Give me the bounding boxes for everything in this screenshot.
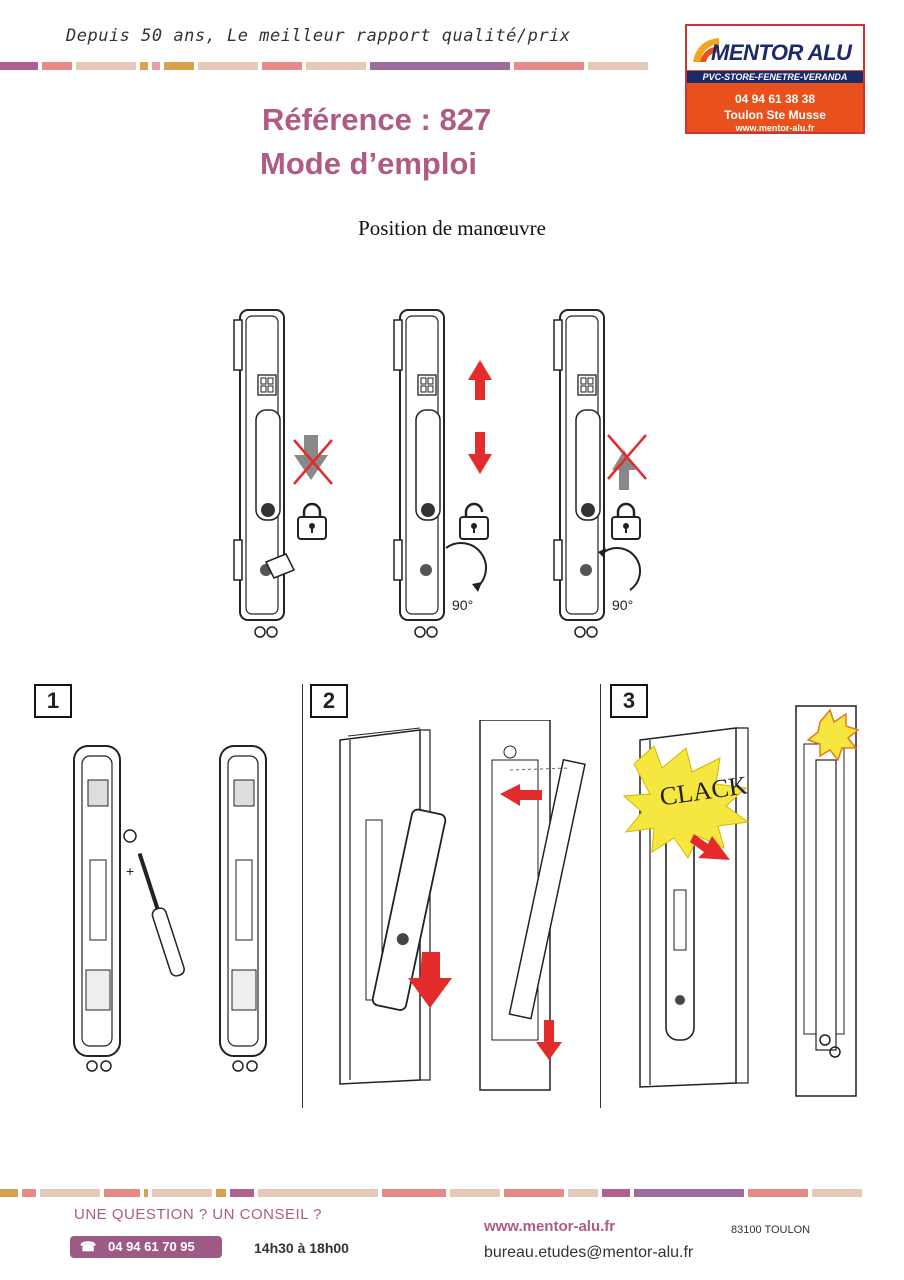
footer-stripe <box>0 1189 904 1197</box>
logo-city: Toulon Ste Musse <box>724 108 826 122</box>
logo-url: www.mentor-alu.fr <box>735 123 815 133</box>
step-1-box: 1 <box>34 684 72 718</box>
logo-arc-icon <box>693 38 719 62</box>
section-subtitle: Position de manœuvre <box>358 216 546 240</box>
step-2-illustration <box>339 720 586 1091</box>
angle-label-c: 90° <box>612 597 633 613</box>
header-stripe <box>0 62 670 70</box>
svg-text:+: + <box>126 863 134 879</box>
logo-phone: 04 94 61 38 38 <box>734 92 816 106</box>
footer-website-link[interactable]: www.mentor-alu.fr <box>484 1218 616 1235</box>
step-1-illustration: + <box>73 745 267 1072</box>
manoeuvre-figures: 90° 90° <box>233 309 647 638</box>
step-3-illustration: CLACK <box>622 705 860 1097</box>
step-divider-1 <box>302 684 303 1108</box>
angle-label-b: 90° <box>452 597 473 613</box>
footer-zip: 83100 TOULON <box>731 1224 811 1236</box>
company-logo: MENTOR ALU PVC-STORE-FENETRE-VERANDA 04 … <box>685 24 865 134</box>
footer-email-link[interactable]: bureau.etudes@mentor-alu.fr <box>484 1244 694 1261</box>
logo-tagline: PVC-STORE-FENETRE-VERANDA <box>687 71 863 83</box>
footer-hours: 14h30 à 18h00 <box>254 1240 349 1256</box>
phone-icon: ☎ <box>80 1239 97 1254</box>
footer-phone-button[interactable]: ☎ 04 94 61 70 95 <box>70 1236 222 1258</box>
footer-question: UNE QUESTION ? UN CONSEIL ? <box>74 1206 322 1223</box>
mode-title: Mode d’emploi <box>260 146 477 181</box>
footer-phone: 04 94 61 70 95 <box>108 1239 195 1254</box>
step-divider-2 <box>600 684 601 1108</box>
reference-title: Référence : 827 <box>262 102 492 137</box>
logo-brand: MENTOR ALU <box>711 40 852 65</box>
tagline: Depuis 50 ans, Le meilleur rapport quali… <box>66 26 571 46</box>
step-3-box: 3 <box>610 684 648 718</box>
step-2-box: 2 <box>310 684 348 718</box>
